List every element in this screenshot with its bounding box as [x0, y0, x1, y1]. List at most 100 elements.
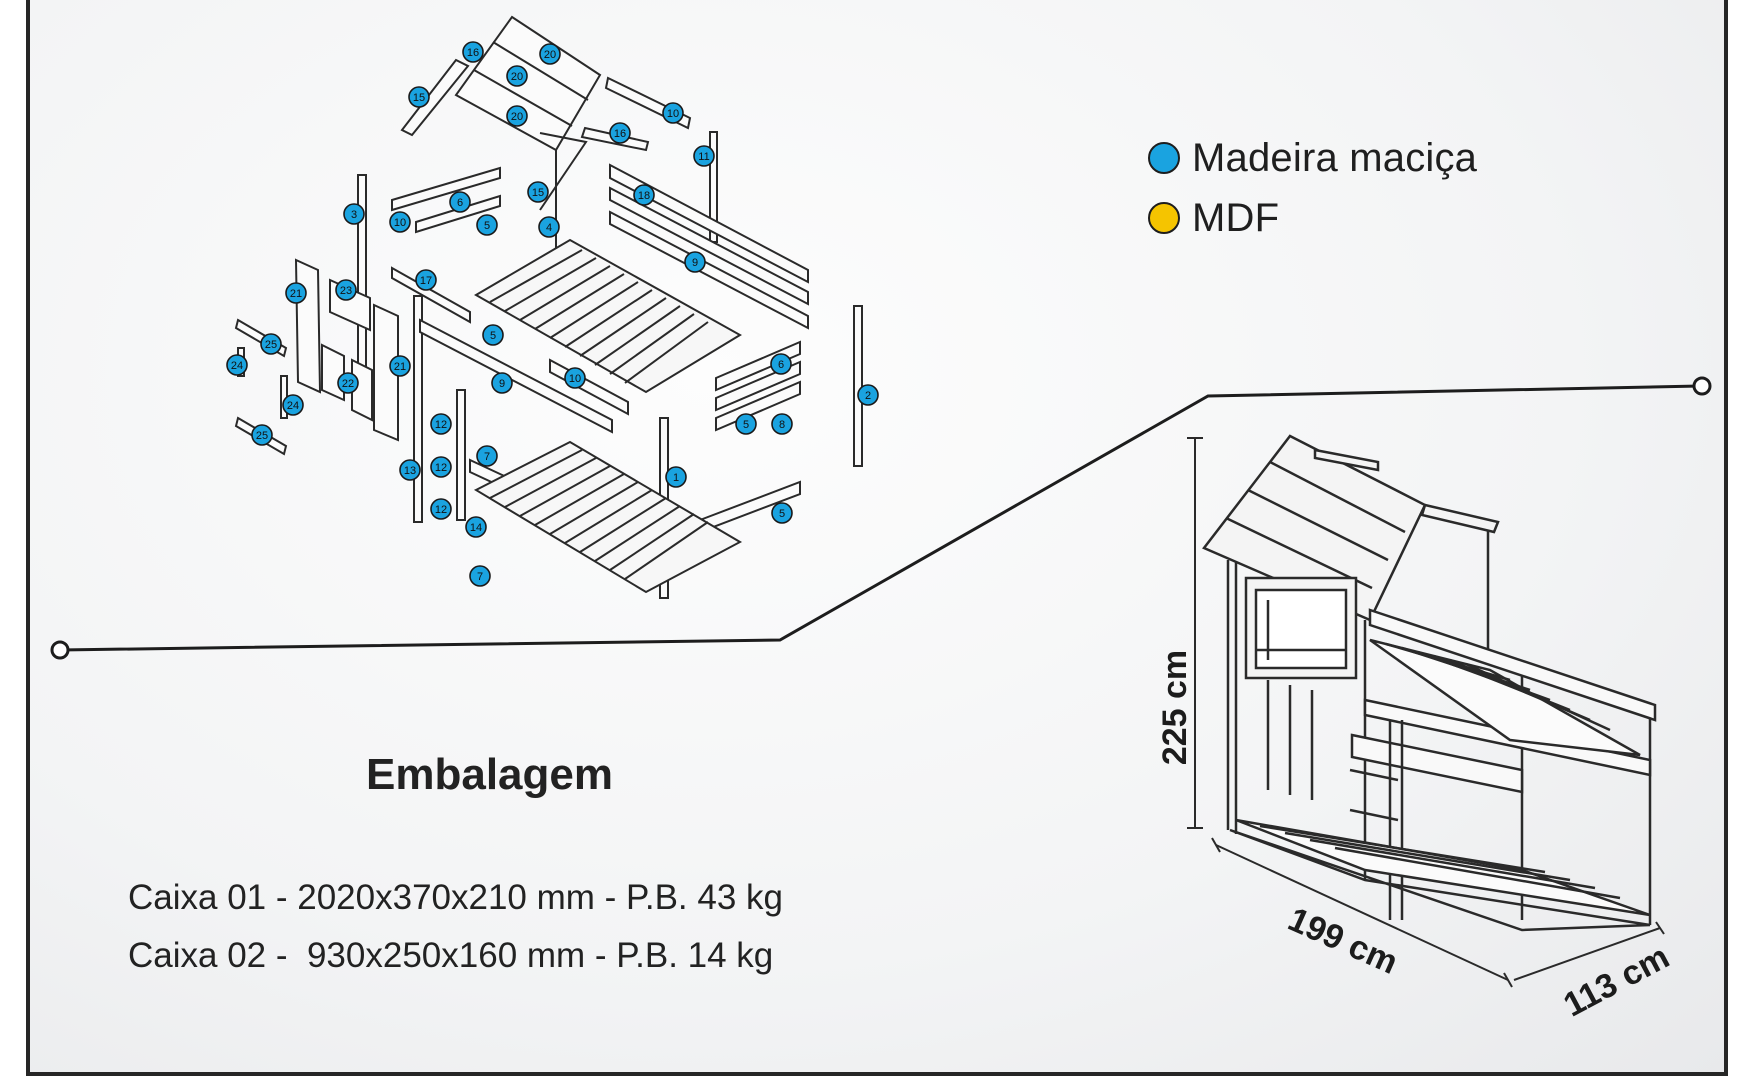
part-bubble-circle	[538, 216, 560, 238]
part-number-label: 18	[638, 190, 650, 202]
part-bubble: 12	[430, 413, 452, 435]
part-bubble: 24	[282, 394, 304, 416]
part-number-label: 14	[470, 522, 482, 534]
part-bubble: 10	[564, 367, 586, 389]
part-bubble-circle	[408, 86, 430, 108]
part-bubble: 7	[469, 565, 491, 587]
part-bubble: 2	[857, 384, 879, 406]
part-number-label: 3	[351, 209, 357, 221]
part-bubble-circle	[285, 282, 307, 304]
part-number-label: 21	[290, 288, 302, 300]
packaging-box-1: Caixa 01 - 2020x370x210 mm - P.B. 43 kg	[128, 878, 784, 917]
part-bubble-circle	[684, 251, 706, 273]
part-bubble-circle	[506, 65, 528, 87]
part-bubble-circle	[665, 466, 687, 488]
part-number-label: 24	[287, 400, 299, 412]
part-number-label: 4	[546, 222, 552, 234]
part-bubble-circle	[771, 413, 793, 435]
part-number-label: 9	[499, 378, 505, 390]
lower-slats-drawing	[473, 440, 743, 594]
diagram-sheet	[26, 0, 1728, 1076]
part-bubble-circle	[337, 372, 359, 394]
part-bubble: 3	[343, 203, 365, 225]
part-bubble: 5	[771, 502, 793, 524]
part-bubble: 4	[538, 216, 560, 238]
part-bubble: 6	[449, 191, 471, 213]
legend-mdf-label: MDF	[1192, 195, 1280, 240]
legend-solid-wood-label: Madeira maciça	[1192, 135, 1478, 180]
part-bubble: 18	[633, 184, 655, 206]
part-number-label: 5	[484, 220, 490, 232]
part-number-label: 23	[340, 285, 352, 297]
part-number-label: 21	[394, 361, 406, 373]
part-bubble-circle	[633, 184, 655, 206]
part-bubble: 15	[408, 86, 430, 108]
dimension-height-label: 225 cm	[1156, 649, 1195, 766]
part-number-label: 20	[511, 111, 523, 123]
part-bubble: 21	[389, 355, 411, 377]
part-bubble: 11	[693, 145, 715, 167]
part-bubble-circle	[693, 145, 715, 167]
part-bubble: 10	[389, 211, 411, 233]
part-bubble: 17	[415, 269, 437, 291]
part-number-label: 11	[698, 151, 709, 163]
part-bubble-circle	[399, 459, 421, 481]
part-bubble: 15	[527, 181, 549, 203]
part-bubble: 5	[476, 214, 498, 236]
part-number-label: 15	[532, 187, 544, 199]
part-number-label: 10	[394, 217, 406, 229]
part-number-label: 12	[435, 462, 447, 474]
part-bubble: 25	[251, 424, 273, 446]
part-bubble-circle	[609, 122, 631, 144]
connector-line	[59, 384, 1701, 652]
part-bubble: 7	[476, 445, 498, 467]
part-bubble-circle	[260, 333, 282, 355]
part-bubble-circle	[771, 502, 793, 524]
part-number-label: 12	[435, 419, 447, 431]
part-bubble-circle	[564, 367, 586, 389]
legend-mdf-swatch	[1148, 202, 1180, 234]
part-bubble: 5	[482, 324, 504, 346]
part-bubble: 5	[735, 413, 757, 435]
part-bubble-circle	[251, 424, 273, 446]
part-number-label: 17	[420, 275, 432, 287]
part-bubble-circle	[415, 269, 437, 291]
part-number-label: 24	[231, 360, 243, 372]
part-number-label: 6	[778, 359, 784, 371]
part-number-label: 8	[779, 419, 785, 431]
part-number-label: 25	[265, 339, 277, 351]
part-bubble-circle	[857, 384, 879, 406]
part-bubble: 20	[539, 43, 561, 65]
packaging-box-2: Caixa 02 - 930x250x160 mm - P.B. 14 kg	[128, 936, 774, 975]
part-bubble-circle	[226, 354, 248, 376]
part-number-label: 5	[743, 419, 749, 431]
part-number-label: 10	[569, 373, 581, 385]
part-number-label: 2	[865, 390, 871, 402]
part-number-label: 20	[544, 49, 556, 61]
part-bubble-circle	[343, 203, 365, 225]
part-bubble-circle	[476, 445, 498, 467]
part-bubble: 13	[399, 459, 421, 481]
legend-item-mdf: MDF	[1148, 188, 1477, 248]
part-bubble: 22	[337, 372, 359, 394]
part-bubble: 20	[506, 65, 528, 87]
part-bubble: 6	[770, 353, 792, 375]
part-number-label: 20	[511, 71, 523, 83]
part-number-label: 13	[404, 465, 416, 477]
part-number-label: 7	[477, 571, 483, 583]
part-bubble: 1	[665, 466, 687, 488]
part-bubble-circle	[506, 105, 528, 127]
part-bubble: 12	[430, 456, 452, 478]
part-number-label: 1	[673, 472, 679, 484]
part-number-label: 25	[256, 430, 268, 442]
part-bubble: 14	[465, 516, 487, 538]
part-number-label: 22	[342, 378, 354, 390]
roof-panels-drawing	[400, 15, 692, 280]
part-bubble-circle	[389, 355, 411, 377]
part-bubble: 9	[684, 251, 706, 273]
legend: Madeira maciça MDF	[1148, 128, 1477, 248]
part-bubble-circle	[282, 394, 304, 416]
part-bubble: 20	[506, 105, 528, 127]
